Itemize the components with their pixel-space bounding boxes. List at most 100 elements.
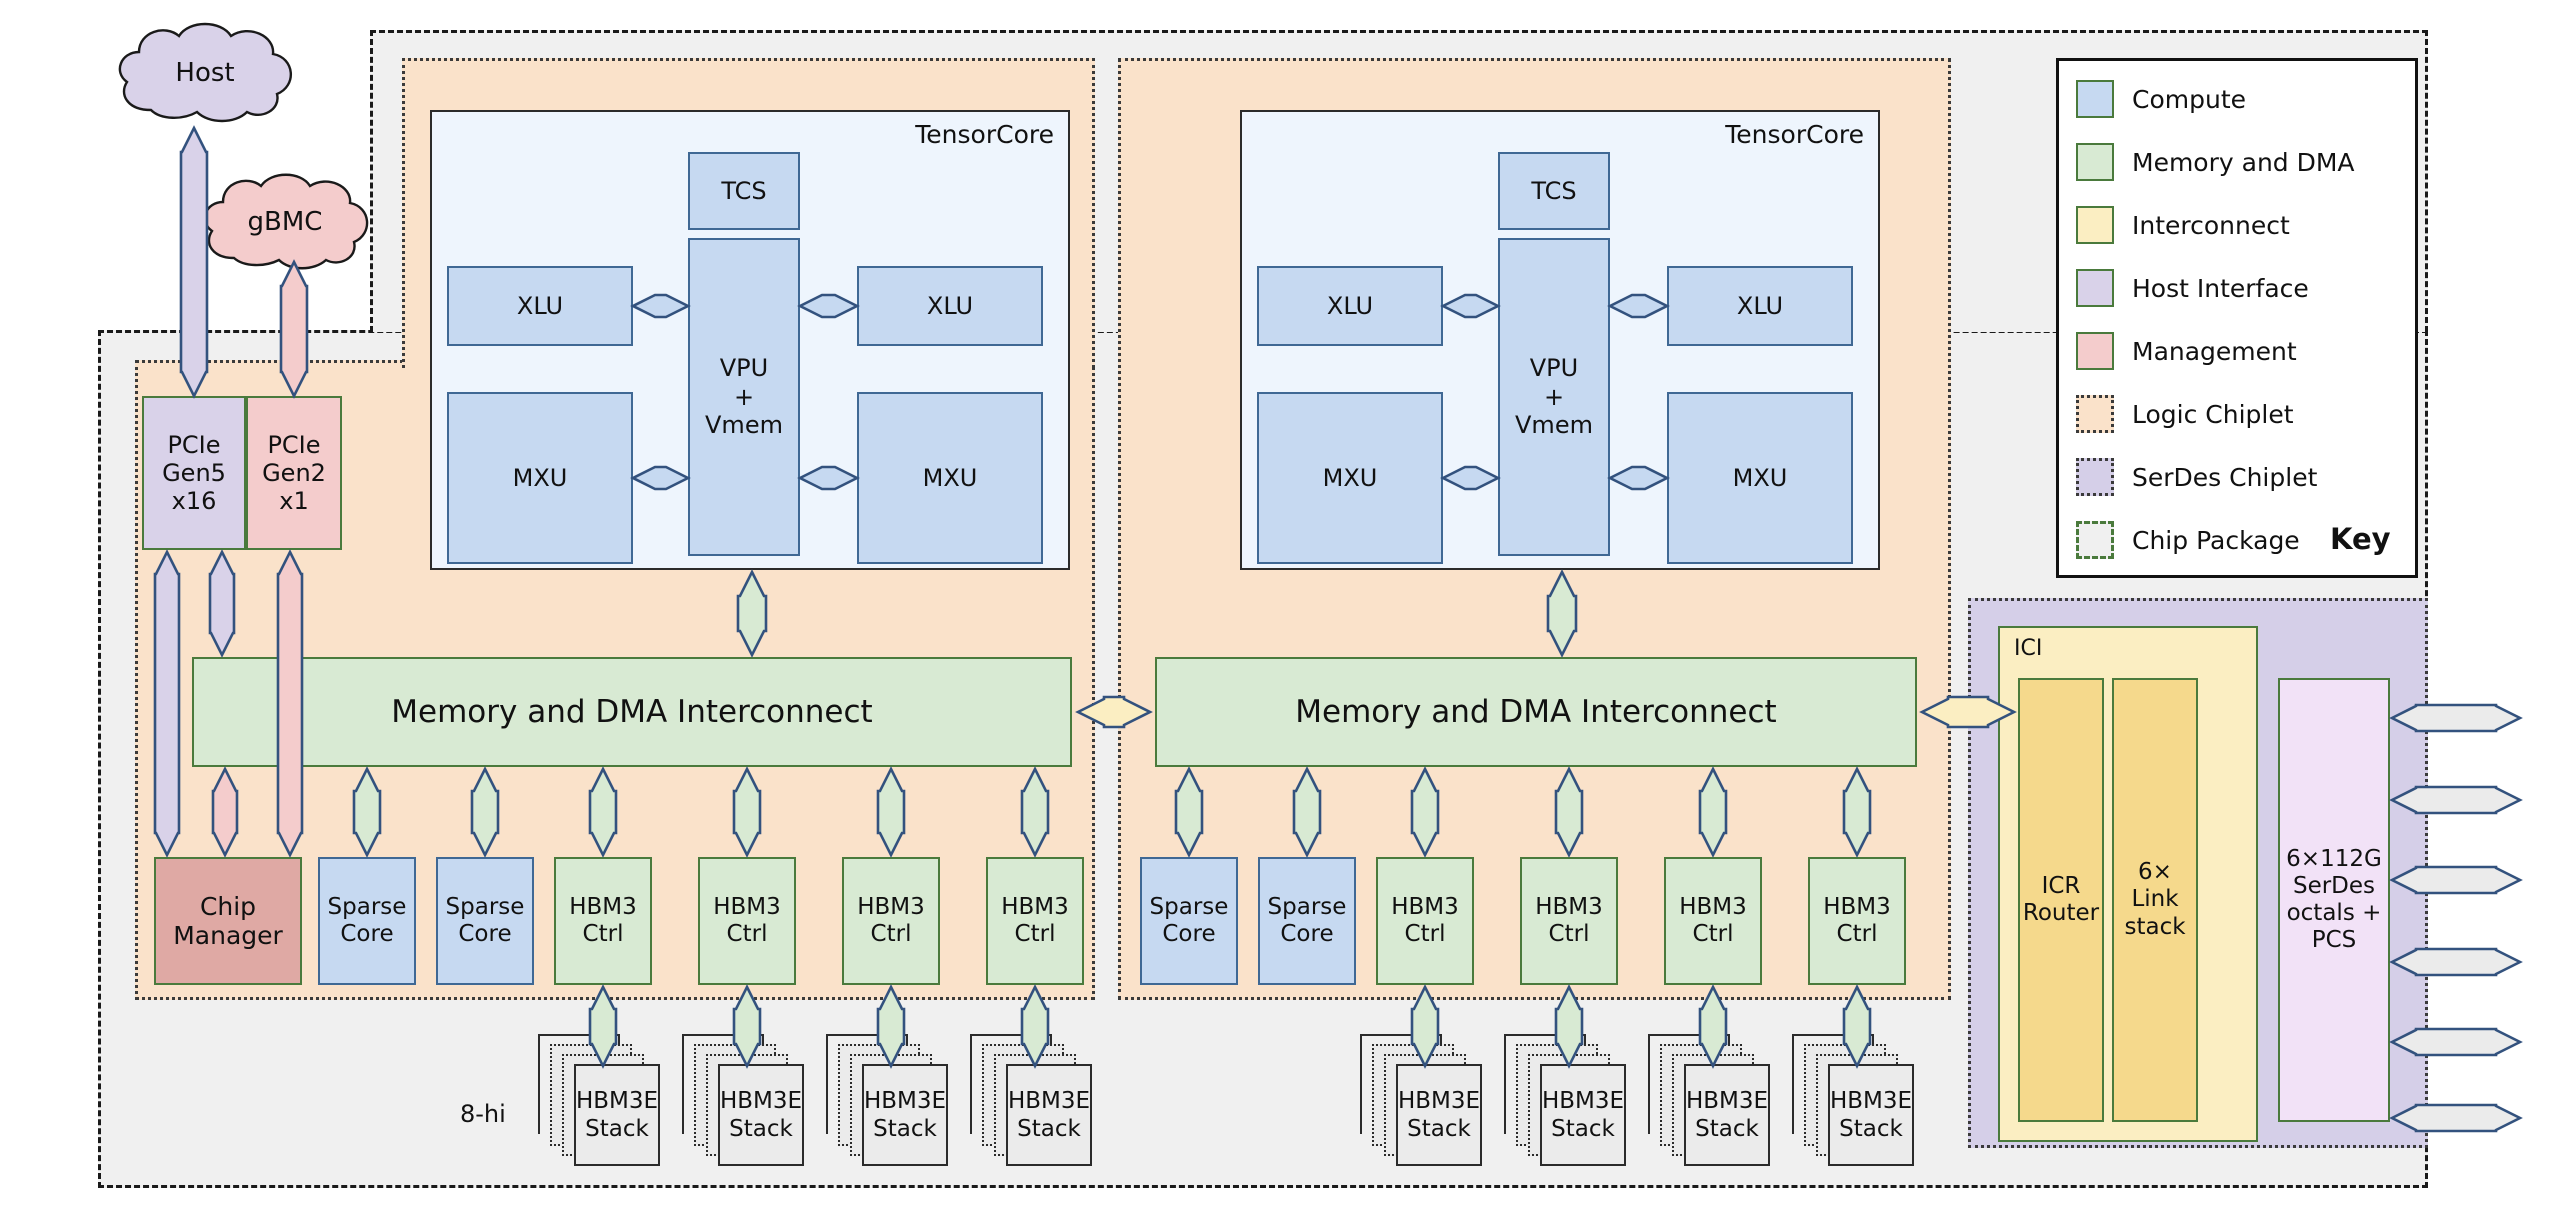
hbm3-ctrl-l4-line2: Ctrl bbox=[1014, 921, 1056, 947]
hbm3-ctrl-l2[interactable]: HBM3 Ctrl bbox=[698, 857, 796, 985]
stack-line1: HBM3E bbox=[1541, 1087, 1625, 1114]
icr-router[interactable]: ICR Router bbox=[2018, 678, 2104, 1122]
chip-manager-line1: Chip bbox=[199, 891, 257, 921]
sparse-core-l1[interactable]: Sparse Core bbox=[318, 857, 416, 985]
pcie-gen2-line1: PCIe bbox=[267, 430, 321, 459]
legend-swatch-chip-package bbox=[2076, 521, 2114, 559]
mxu-right-b[interactable]: MXU bbox=[1667, 392, 1853, 564]
hbm3-ctrl-l3[interactable]: HBM3 Ctrl bbox=[842, 857, 940, 985]
memory-dma-interconnect-left-label: Memory and DMA Interconnect bbox=[391, 693, 873, 730]
legend-swatch-compute bbox=[2076, 80, 2114, 118]
hbm3e-stack-r4[interactable]: HBM3E Stack bbox=[1792, 1034, 1922, 1170]
hbm3-ctrl-r1-line2: Ctrl bbox=[1404, 921, 1446, 947]
host-cloud-label: Host bbox=[175, 58, 235, 88]
stack-line2: Stack bbox=[1839, 1116, 1903, 1142]
link-stack[interactable]: 6× Link stack bbox=[2112, 678, 2198, 1122]
xlu-left-a[interactable]: XLU bbox=[447, 266, 633, 346]
stack-front[interactable]: HBM3E Stack bbox=[1396, 1064, 1482, 1166]
mxu-right-b-label: MXU bbox=[1732, 463, 1788, 492]
mxu-left-b-label: MXU bbox=[922, 463, 978, 492]
pcie-gen2-block[interactable]: PCIe Gen2 x1 bbox=[246, 396, 342, 550]
hbm3e-stack-l1[interactable]: HBM3E Stack bbox=[538, 1034, 668, 1170]
hbm3e-stack-r3[interactable]: HBM3E Stack bbox=[1648, 1034, 1778, 1170]
hbm3-ctrl-l3-line2: Ctrl bbox=[870, 921, 912, 947]
hbm3-ctrl-r4-line2: Ctrl bbox=[1836, 921, 1878, 947]
stack-front[interactable]: HBM3E Stack bbox=[1006, 1064, 1092, 1166]
legend-label-interconnect: Interconnect bbox=[2132, 210, 2290, 240]
legend-label-serdes-chiplet: SerDes Chiplet bbox=[2132, 462, 2318, 492]
legend-swatch-host-interface bbox=[2076, 269, 2114, 307]
xlu-right-a[interactable]: XLU bbox=[1257, 266, 1443, 346]
tcs-left[interactable]: TCS bbox=[688, 152, 800, 230]
sparse-core-l1-line1: Sparse bbox=[327, 893, 407, 920]
vpu-vmem-right[interactable]: VPU + Vmem bbox=[1498, 238, 1610, 556]
pcie-gen5-block[interactable]: PCIe Gen5 x16 bbox=[142, 396, 246, 550]
mxu-left-a-label: MXU bbox=[512, 463, 568, 492]
hbm3-ctrl-l1-line2: Ctrl bbox=[582, 921, 624, 947]
legend-swatch-memory bbox=[2076, 143, 2114, 181]
xlu-left-b-label: XLU bbox=[926, 291, 974, 320]
xlu-right-b-label: XLU bbox=[1736, 291, 1784, 320]
sparse-core-r2[interactable]: Sparse Core bbox=[1258, 857, 1356, 985]
hbm3e-stack-r2[interactable]: HBM3E Stack bbox=[1504, 1034, 1634, 1170]
chip-manager[interactable]: Chip Manager bbox=[154, 857, 302, 985]
legend-item-host-interface: Host Interface bbox=[2076, 269, 2309, 307]
xlu-left-b[interactable]: XLU bbox=[857, 266, 1043, 346]
legend-item-memory: Memory and DMA bbox=[2076, 143, 2355, 181]
stack-front[interactable]: HBM3E Stack bbox=[1684, 1064, 1770, 1166]
stack-line1: HBM3E bbox=[863, 1087, 947, 1114]
tensorcore-right-label: TensorCore bbox=[1725, 120, 1864, 149]
hbm3e-stack-l3[interactable]: HBM3E Stack bbox=[826, 1034, 956, 1170]
hbm3-ctrl-l4[interactable]: HBM3 Ctrl bbox=[986, 857, 1084, 985]
memory-dma-interconnect-right[interactable]: Memory and DMA Interconnect bbox=[1155, 657, 1917, 767]
tcs-right[interactable]: TCS bbox=[1498, 152, 1610, 230]
stack-front[interactable]: HBM3E Stack bbox=[1540, 1064, 1626, 1166]
legend-title: Key bbox=[2330, 522, 2391, 556]
hbm3-ctrl-r3[interactable]: HBM3 Ctrl bbox=[1664, 857, 1762, 985]
legend-label-compute: Compute bbox=[2132, 84, 2247, 114]
hbm3e-stack-r1[interactable]: HBM3E Stack bbox=[1360, 1034, 1490, 1170]
stack-front[interactable]: HBM3E Stack bbox=[862, 1064, 948, 1166]
vpu-left-line1: VPU bbox=[719, 353, 769, 382]
pcie-gen5-line1: PCIe bbox=[167, 430, 221, 459]
sparse-core-l2[interactable]: Sparse Core bbox=[436, 857, 534, 985]
tcs-right-label: TCS bbox=[1531, 176, 1577, 205]
vpu-left-line3: Vmem bbox=[705, 411, 783, 440]
stack-front[interactable]: HBM3E Stack bbox=[574, 1064, 660, 1166]
sparse-core-r1[interactable]: Sparse Core bbox=[1140, 857, 1238, 985]
vpu-right-line1: VPU bbox=[1529, 353, 1579, 382]
hbm3-ctrl-r2[interactable]: HBM3 Ctrl bbox=[1520, 857, 1618, 985]
sparse-core-r2-line2: Core bbox=[1280, 921, 1334, 947]
legend-item-serdes-chiplet: SerDes Chiplet bbox=[2076, 458, 2317, 496]
hbm3-ctrl-r2-line1: HBM3 bbox=[1535, 893, 1603, 920]
vpu-vmem-left[interactable]: VPU + Vmem bbox=[688, 238, 800, 556]
hbm3e-stack-l2[interactable]: HBM3E Stack bbox=[682, 1034, 812, 1170]
legend-label-chip-package: Chip Package bbox=[2132, 525, 2300, 555]
hbm3-ctrl-r1[interactable]: HBM3 Ctrl bbox=[1376, 857, 1474, 985]
legend-swatch-management bbox=[2076, 332, 2114, 370]
sparse-core-r1-line2: Core bbox=[1162, 921, 1216, 947]
sparse-core-l1-line2: Core bbox=[340, 921, 394, 947]
serdes-line3: octals + bbox=[2286, 900, 2382, 926]
hbm3-ctrl-r4[interactable]: HBM3 Ctrl bbox=[1808, 857, 1906, 985]
memory-dma-interconnect-left[interactable]: Memory and DMA Interconnect bbox=[192, 657, 1072, 767]
hbm3-ctrl-r3-line1: HBM3 bbox=[1679, 893, 1747, 920]
hbm3-ctrl-l1[interactable]: HBM3 Ctrl bbox=[554, 857, 652, 985]
stack-line1: HBM3E bbox=[1829, 1087, 1913, 1114]
hbm3-ctrl-l2-line2: Ctrl bbox=[726, 921, 768, 947]
xlu-right-b[interactable]: XLU bbox=[1667, 266, 1853, 346]
link-stack-line1: 6× bbox=[2138, 859, 2172, 886]
stack-front[interactable]: HBM3E Stack bbox=[718, 1064, 804, 1166]
link-stack-line3: stack bbox=[2124, 913, 2186, 940]
vpu-right-line2: + bbox=[1543, 382, 1565, 411]
hbm3e-stack-l4[interactable]: HBM3E Stack bbox=[970, 1034, 1100, 1170]
legend-item-management: Management bbox=[2076, 332, 2297, 370]
mxu-left-b[interactable]: MXU bbox=[857, 392, 1043, 564]
serdes-octals-pcs[interactable]: 6×112G SerDes octals + PCS bbox=[2278, 678, 2390, 1122]
mxu-right-a[interactable]: MXU bbox=[1257, 392, 1443, 564]
mxu-left-a[interactable]: MXU bbox=[447, 392, 633, 564]
legend-label-memory: Memory and DMA bbox=[2132, 147, 2355, 177]
vpu-left-line2: + bbox=[733, 382, 755, 411]
stack-front[interactable]: HBM3E Stack bbox=[1828, 1064, 1914, 1166]
